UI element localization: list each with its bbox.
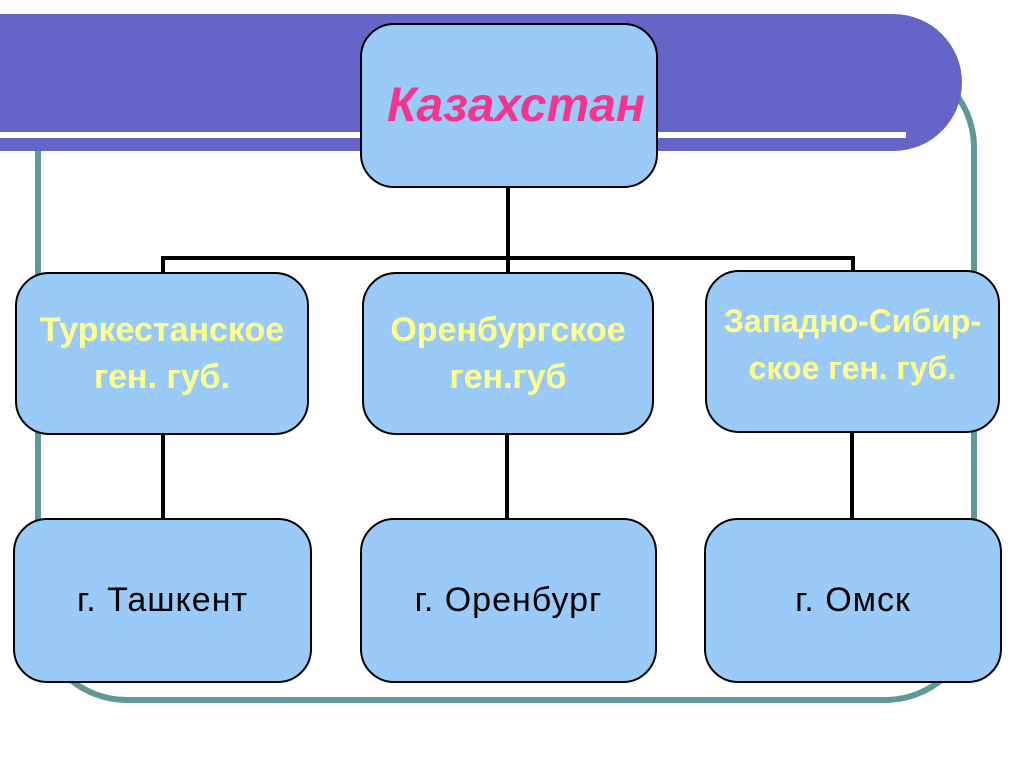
- node-orenburg-label-line2: ген.губ: [449, 357, 567, 396]
- node-city-omsk-label: г. Омск: [795, 581, 911, 619]
- node-turkestan-governorate: Туркестанское ген. губ.: [15, 272, 309, 435]
- node-orenburg-label-line1: Оренбургское: [390, 310, 626, 349]
- connector-orenburg-gub-city: [505, 433, 509, 520]
- node-city-omsk: г. Омск: [704, 518, 1002, 683]
- node-city-orenburg: г. Оренбург: [360, 518, 657, 683]
- node-turkestan-label-line2: ген. губ.: [93, 357, 231, 396]
- connector-branch-horizontal: [161, 256, 855, 260]
- connector-west-siberian-omsk: [850, 431, 854, 520]
- node-city-orenburg-label: г. Оренбург: [414, 581, 603, 619]
- node-west-siberian-label-line1: Западно-Сибир-: [723, 303, 982, 339]
- connector-root: [506, 186, 510, 274]
- node-city-tashkent-label: г. Ташкент: [76, 581, 249, 619]
- node-west-siberian-governorate: Западно-Сибир- ское ген. губ.: [705, 270, 1000, 433]
- connector-branch-left-stub: [161, 258, 165, 274]
- node-city-tashkent: г. Ташкент: [13, 518, 312, 683]
- node-kazakhstan: Казахстан: [360, 23, 658, 188]
- node-turkestan-label-line1: Туркестанское: [39, 310, 285, 349]
- connector-turkestan-tashkent: [161, 433, 165, 520]
- node-kazakhstan-label: Казахстан: [387, 79, 645, 132]
- node-west-siberian-label-line2: ское ген. губ.: [748, 350, 957, 386]
- node-orenburg-governorate: Оренбургское ген.губ: [362, 272, 654, 435]
- connector-branch-right-stub: [851, 258, 855, 274]
